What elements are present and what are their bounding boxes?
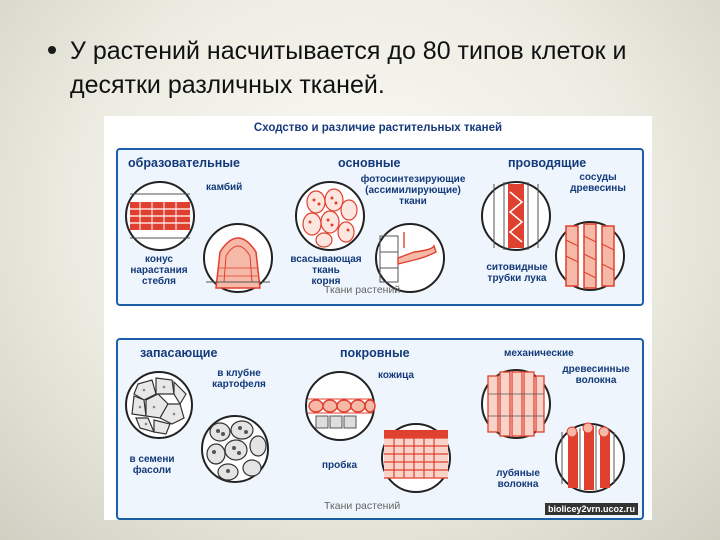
label-mechanical: механические — [504, 348, 574, 359]
tuber-circle — [125, 371, 193, 439]
label-seed: в семени фасоли — [122, 454, 182, 476]
seed-circle — [201, 415, 269, 483]
wood-fibers-circle — [481, 369, 551, 439]
label-bast-line2: волокна — [497, 479, 539, 490]
label-vessels-line2: древесины — [570, 183, 626, 194]
figure-title: Сходство и различие растительных тканей — [253, 122, 503, 134]
label-vessels-line1: сосуды — [579, 172, 617, 183]
caption-top: Ткани растений — [324, 284, 401, 296]
label-wood-line1: древесинные — [562, 364, 630, 375]
absorb-circle — [375, 223, 445, 293]
label-tuber: в клубне картофеля — [208, 368, 270, 390]
bullet-dot — [48, 46, 56, 54]
label-sieve: ситовидные трубки лука — [480, 262, 554, 284]
label-cork: пробка — [322, 460, 357, 471]
label-vessels: сосуды древесины — [562, 172, 634, 194]
label-storage: запасающие — [140, 346, 218, 360]
cambium-circle — [125, 181, 195, 251]
label-educational: образовательные — [128, 156, 240, 170]
label-bast: лубяные волокна — [486, 468, 550, 490]
cone-circle — [203, 223, 273, 293]
label-tuber-line2: картофеля — [212, 379, 266, 390]
vessels-circle — [555, 221, 625, 291]
label-absorb-line2: ткань — [312, 265, 340, 276]
label-sieve-line1: ситовидные — [486, 262, 548, 273]
label-seed-line1: в семени — [129, 454, 175, 465]
bullet-text: У растений насчитывается до 80 типов кле… — [70, 37, 627, 99]
label-photo-line3: ткани — [399, 196, 427, 207]
label-basic: основные — [338, 156, 401, 170]
label-conducting: проводящие — [508, 156, 587, 170]
label-absorb-line3: корня — [311, 276, 341, 287]
panel-top: образовательные камбий конус нарастания … — [116, 148, 644, 306]
label-sieve-line2: трубки лука — [487, 273, 547, 284]
label-cone: конус нарастания стебля — [124, 254, 194, 287]
photo-circle — [295, 181, 365, 251]
tissues-figure: Сходство и различие растительных тканей … — [104, 116, 652, 520]
label-wood: древесинные волокна — [558, 364, 634, 386]
label-tuber-line1: в клубне — [217, 368, 261, 379]
label-photo: фотосинтезирующие (ассимилирующие) ткани — [350, 174, 476, 207]
cork-circle — [381, 423, 451, 493]
label-absorb: всасывающая ткань корня — [286, 254, 366, 287]
label-skin: кожица — [378, 370, 414, 381]
panel-bottom: запасающие в клубне картофеля в семени ф… — [116, 338, 644, 520]
watermark: biolicey2vrn.ucoz.ru — [544, 503, 638, 515]
label-absorb-line1: всасывающая — [290, 254, 362, 265]
bast-fibers-circle — [555, 422, 625, 493]
label-cambium: камбий — [206, 182, 243, 193]
label-covering: покровные — [340, 346, 410, 360]
skin-circle — [305, 371, 376, 441]
label-seed-line2: фасоли — [132, 465, 172, 476]
label-photo-line2: (ассимилирующие) — [365, 185, 461, 196]
label-cone-line1: конус — [145, 254, 173, 265]
label-wood-line2: волокна — [575, 375, 617, 386]
label-photo-line1: фотосинтезирующие — [360, 174, 466, 185]
label-bast-line1: лубяные — [496, 468, 540, 479]
sieve-circle — [481, 181, 551, 251]
label-cone-line2: нарастания — [130, 265, 188, 276]
label-cone-line3: стебля — [141, 276, 176, 287]
caption-bottom: Ткани растений — [324, 500, 401, 512]
